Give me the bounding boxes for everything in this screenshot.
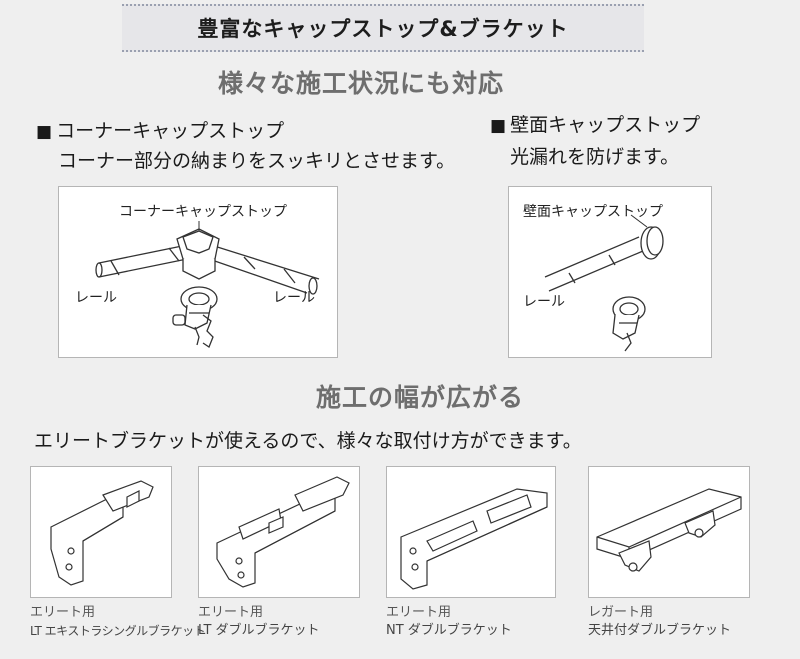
wall-callout-label: 壁面キャップストップ [523,204,663,220]
corner-callout-label: コーナーキャップストップ [119,204,287,220]
wall-title-row: ■壁面キャップストップ [490,110,700,137]
bracket-name: LT エキストラシングルブラケット [30,624,206,638]
bracket-name: 天井付ダブルブラケット [588,623,732,638]
section1-heading: 様々な施工状況にも対応 [218,69,505,98]
bracket-illustration [50,480,154,586]
bracket-caption-3: エリート用 NT ダブルブラケット [386,604,512,640]
bullet-square-icon: ■ [36,122,53,142]
banner-title: 豊富なキャップストップ&ブラケット [197,17,569,41]
bracket-card-3 [386,466,556,598]
bullet-square-icon: ■ [490,116,507,136]
bracket-illustration [596,488,742,572]
bracket-caption-1: エリート用 LT エキストラシングルブラケット [30,604,206,640]
bracket-name: NT ダブルブラケット [386,623,512,638]
bracket-series: エリート用 [386,605,452,620]
corner-title-row: ■コーナーキャップストップ [36,116,284,143]
bracket-caption-4: レガート用 天井付ダブルブラケット [588,604,731,640]
bracket-series: エリート用 [198,605,264,620]
wall-illustration-card: 壁面キャップストップ レール [508,186,712,358]
bracket-card-4 [588,466,750,598]
bracket-illustration [216,476,350,588]
wall-title: 壁面キャップストップ [510,114,701,136]
corner-illustration-card: コーナーキャップストップ レール レール [58,186,338,358]
corner-cap-illustration [95,221,320,348]
corner-desc: コーナー部分の納まりをスッキリとさせます。 [58,150,456,172]
bracket-series: エリート用 [30,605,96,620]
wall-cap-illustration [544,214,664,352]
bracket-illustration [400,488,548,590]
rail-label-left: レール [75,290,117,306]
bracket-caption-2: エリート用 LT ダブルブラケット [198,604,320,640]
section2-desc: エリートブラケットが使えるので、様々な取付け方ができます。 [34,430,582,452]
rail-label-right: レール [273,290,315,306]
wall-rail-label: レール [523,294,565,310]
bracket-card-2 [198,466,360,598]
wall-desc: 光漏れを防げます。 [510,146,680,168]
corner-title: コーナーキャップストップ [56,120,285,142]
bracket-name: LT ダブルブラケット [198,623,320,638]
bracket-series: レガート用 [588,605,654,620]
section-banner: 豊富なキャップストップ&ブラケット [122,4,644,52]
section2-heading: 施工の幅が広がる [316,383,525,412]
bracket-card-1 [30,466,172,598]
